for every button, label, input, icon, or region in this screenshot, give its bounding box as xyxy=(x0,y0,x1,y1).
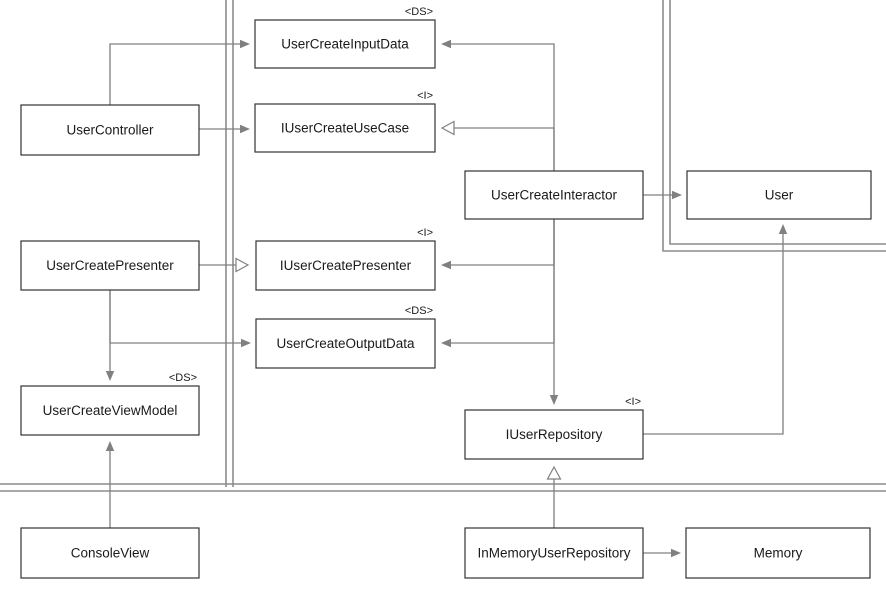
stereotype-label: <I> xyxy=(625,396,641,408)
class-box[interactable] xyxy=(255,318,436,369)
class-node-user[interactable]: User xyxy=(686,170,872,220)
edge-console-view-reads-view-model xyxy=(105,441,115,528)
entity-layer-boundary xyxy=(662,0,886,252)
edge-interactor-creates-user xyxy=(643,190,682,200)
class-node-user-create-view-model[interactable]: UserCreateViewModel <DS> xyxy=(20,372,200,436)
edge-interactor-creates-output-data xyxy=(441,219,555,348)
class-box[interactable] xyxy=(464,170,644,220)
class-node-in-memory-user-repository[interactable]: InMemoryUserRepository xyxy=(464,527,644,579)
class-name-label: UserCreateInputData xyxy=(281,37,409,52)
arrowhead-filled xyxy=(778,224,788,234)
class-name-label: UserController xyxy=(66,123,154,138)
class-name-label: Memory xyxy=(754,546,803,561)
edge-controller-uses-usecase xyxy=(199,124,250,134)
stereotype-label: <I> xyxy=(417,227,433,239)
edge-line xyxy=(446,219,555,266)
arrowhead-filled xyxy=(240,124,250,134)
layer-boundaries xyxy=(0,0,886,492)
edge-line xyxy=(643,229,784,435)
class-node-user-create-output-data[interactable]: UserCreateOutputData <DS> xyxy=(255,305,436,369)
class-box[interactable] xyxy=(20,104,200,156)
arrowhead-filled xyxy=(441,39,451,49)
class-name-label: UserCreatePresenter xyxy=(46,258,174,273)
class-name-label: IUserCreateUseCase xyxy=(281,121,409,136)
class-name-label: UserCreateViewModel xyxy=(43,403,178,418)
class-node-iuser-create-use-case[interactable]: IUserCreateUseCase <I> xyxy=(254,90,436,153)
arrowhead-hollow-triangle xyxy=(235,257,250,273)
edge-interactor-uses-repository xyxy=(549,219,559,405)
class-box[interactable] xyxy=(254,103,436,153)
class-box[interactable] xyxy=(686,170,872,220)
edge-interactor-uses-ipresenter xyxy=(441,219,555,270)
edge-inmemory-uses-memory xyxy=(643,548,681,558)
class-node-iuser-repository[interactable]: IUserRepository <I> xyxy=(464,396,644,460)
arrowhead-filled xyxy=(672,190,682,200)
edge-line xyxy=(446,219,555,344)
class-node-iuser-create-presenter[interactable]: IUserCreatePresenter <I> xyxy=(255,227,436,291)
arrowhead-filled xyxy=(241,338,251,348)
arrowhead-hollow-triangle xyxy=(546,465,562,480)
class-box[interactable] xyxy=(20,240,200,291)
class-node-user-create-interactor[interactable]: UserCreateInteractor xyxy=(464,170,644,220)
entity-layer-boundary-stroke xyxy=(662,0,886,252)
class-box[interactable] xyxy=(255,240,436,291)
class-node-console-view[interactable]: ConsoleView xyxy=(20,527,200,579)
relationship-edges xyxy=(105,39,788,558)
entity-layer-boundary-stroke xyxy=(669,0,886,245)
class-name-label: InMemoryUserRepository xyxy=(477,546,630,561)
class-name-label: UserCreateOutputData xyxy=(276,336,415,351)
class-box[interactable] xyxy=(254,19,436,69)
edge-controller-creates-input-data xyxy=(109,39,250,105)
class-node-user-controller[interactable]: UserController xyxy=(20,104,200,156)
class-name-label: ConsoleView xyxy=(71,546,150,561)
edge-interactor-uses-input-data xyxy=(441,39,555,171)
edge-interactor-implements-usecase xyxy=(440,120,555,171)
arrowhead-filled xyxy=(549,395,559,405)
arrowhead-filled xyxy=(671,548,681,558)
arrowhead-filled xyxy=(105,441,115,451)
edge-presenter-writes-view-model xyxy=(105,290,115,381)
class-name-label: UserCreateInteractor xyxy=(491,188,618,203)
class-box[interactable] xyxy=(464,527,644,579)
arrowhead-hollow-triangle xyxy=(440,120,455,136)
stereotype-label: <DS> xyxy=(169,372,197,384)
class-node-memory[interactable]: Memory xyxy=(685,527,871,579)
horizontal-layer-boundary xyxy=(0,483,886,492)
stereotype-label: <I> xyxy=(417,90,433,102)
class-name-label: IUserCreatePresenter xyxy=(280,258,412,273)
edge-line xyxy=(454,127,555,171)
edge-line xyxy=(109,290,246,344)
edge-presenter-implements-ipresenter xyxy=(199,257,250,273)
arrowhead-filled xyxy=(441,260,451,270)
class-node-user-create-presenter[interactable]: UserCreatePresenter xyxy=(20,240,200,291)
edge-repository-references-user xyxy=(643,224,788,435)
edge-line xyxy=(446,43,555,171)
vertical-layer-boundary xyxy=(225,0,234,487)
arrowhead-filled xyxy=(441,338,451,348)
class-box[interactable] xyxy=(20,385,200,436)
edge-presenter-uses-output-data xyxy=(109,290,251,348)
edge-line xyxy=(109,43,245,105)
class-box[interactable] xyxy=(20,527,200,579)
class-name-label: User xyxy=(765,188,794,203)
stereotype-label: <DS> xyxy=(405,305,433,317)
class-box[interactable] xyxy=(464,409,644,460)
class-box[interactable] xyxy=(685,527,871,579)
arrowhead-filled xyxy=(240,39,250,49)
class-name-label: IUserRepository xyxy=(506,427,603,442)
class-node-user-create-input-data[interactable]: UserCreateInputData <DS> xyxy=(254,6,436,69)
edge-inmemory-implements-repository xyxy=(546,465,562,528)
stereotype-label: <DS> xyxy=(405,6,433,18)
arrowhead-filled xyxy=(105,371,115,381)
